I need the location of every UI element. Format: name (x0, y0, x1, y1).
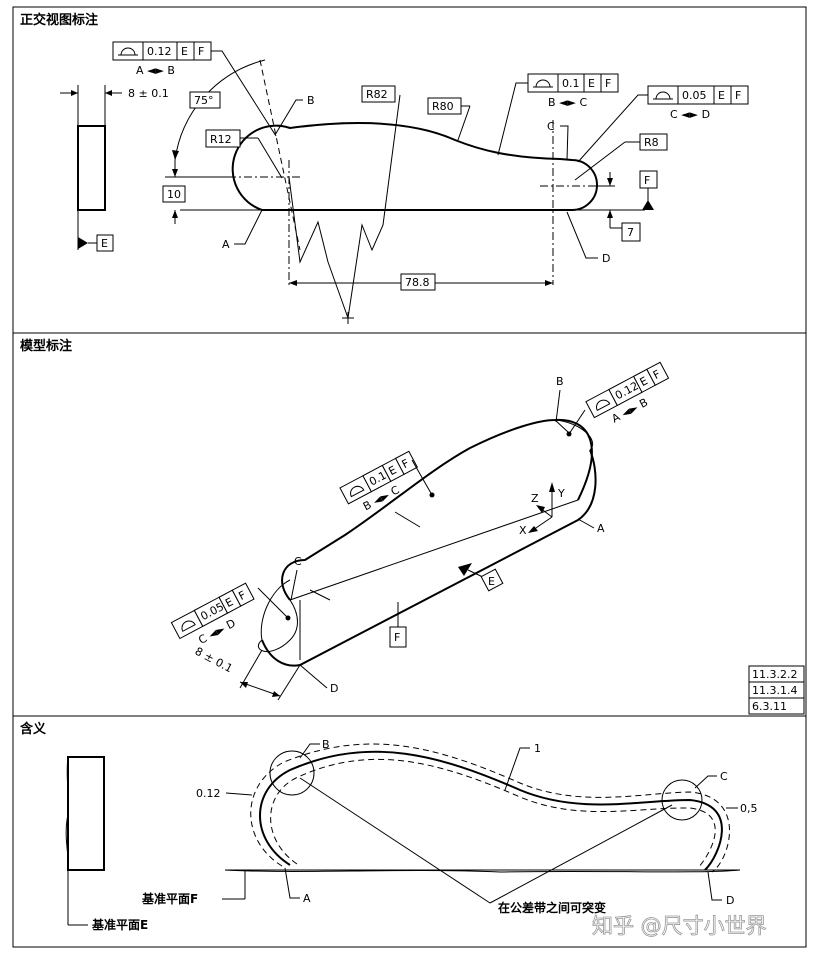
fcf-b-c: 0.1 E F B ◄► C (497, 73, 619, 156)
svg-text:C ◄► D: C ◄► D (670, 108, 710, 121)
dim-10: 10 (167, 188, 181, 201)
model-fcf-b-c: 0.1 E F B ◄► C (339, 450, 418, 513)
dim-7: 7 (627, 226, 634, 239)
r80-label: R80 (432, 100, 454, 113)
thickness-dim: 8 ± 0.1 (128, 87, 169, 100)
detail-circle-b (269, 750, 315, 796)
axis-y: Y (557, 487, 565, 500)
fcf-a-b: 0.12 E F A ◄► B (112, 41, 277, 137)
model-view: Y Z X B A C D E F 8 ± 0.1 0.1 (170, 361, 805, 715)
callout-1: 1 (534, 742, 541, 755)
svg-text:0.12: 0.12 (147, 45, 172, 58)
ortho-panel-title: 正交视图标注 (20, 12, 98, 28)
model-datum-e: E (488, 575, 495, 588)
datum-e-label: E (101, 237, 108, 250)
axis-z: Z (531, 492, 539, 505)
meaning-side-block (67, 756, 105, 871)
ortho-point-a: A (222, 238, 230, 251)
svg-text:F: F (735, 89, 741, 102)
fcf-c-d: 0.05 E F C ◄► D (577, 85, 749, 163)
ref-2: 11.3.1.4 (752, 684, 797, 697)
meaning-point-a: A (303, 892, 311, 905)
meaning-point-b: B (322, 738, 330, 751)
angle-75: 75° (194, 94, 214, 107)
sheet-border (12, 6, 807, 948)
svg-text:A ◄► B: A ◄► B (136, 64, 175, 77)
svg-text:0.1: 0.1 (562, 77, 580, 90)
outer-zone (250, 743, 730, 873)
model-fcf-a-b: 0.12 E F A ◄► B (585, 361, 670, 426)
meaning-point-d: D (726, 894, 734, 907)
svg-text:F: F (198, 45, 204, 58)
model-point-b: B (556, 375, 564, 388)
dim-78-8: 78.8 (405, 276, 430, 289)
svg-text:B ◄► C: B ◄► C (548, 96, 587, 109)
watermark: 知乎 @尺寸小世界 (592, 914, 767, 938)
axis-x: X (519, 524, 527, 537)
r82-label: R82 (366, 88, 388, 101)
svg-text:0.05: 0.05 (682, 89, 707, 102)
model-thickness: 8 ± 0.1 (193, 645, 235, 676)
model-outline (261, 449, 597, 667)
model-point-c: C (294, 555, 302, 568)
inner-zone (270, 758, 716, 869)
transition-note: 在公差带之间可突变 (498, 900, 606, 915)
ortho-view: 8 ± 0.1 E 78.8 10 (60, 41, 749, 324)
reference-table: 11.3.2.2 11.3.1.4 6.3.11 (748, 665, 805, 715)
svg-text:F: F (651, 368, 663, 382)
datum-e-box (96, 234, 114, 252)
model-point-d: D (330, 682, 338, 695)
ref-3: 6.3.11 (752, 700, 787, 713)
ortho-point-c: C (547, 120, 555, 133)
model-point-a: A (597, 522, 605, 535)
ortho-point-b: B (307, 94, 315, 107)
detail-circle-c (661, 779, 703, 821)
svg-text:E: E (181, 45, 188, 58)
datum-f-label: F (644, 174, 650, 187)
svg-text:F: F (236, 588, 248, 602)
datum-plane-f: 基准平面F (141, 891, 198, 906)
datum-plane-e: 基准平面E (91, 917, 148, 932)
ortho-point-d: D (602, 252, 610, 265)
r8-label: R8 (644, 136, 659, 149)
meaning-point-c: C (720, 770, 728, 783)
tol-05: 0,5 (740, 802, 758, 815)
svg-text:F: F (400, 457, 412, 471)
model-fcf-c-d: 0.05 E F C ◄► D (170, 582, 255, 647)
side-view-block (77, 125, 106, 211)
model-top-face (281, 418, 593, 601)
profile-outline (231, 122, 598, 211)
model-panel-title: 模型标注 (20, 338, 72, 354)
meaning-profile (259, 750, 723, 871)
svg-text:F: F (605, 77, 611, 90)
r12-label: R12 (210, 133, 232, 146)
meaning-view: 基准平面E B C A D 0.12 0,5 1 基准平面F 在公差带之间可突变 (65, 738, 758, 932)
r82-leader (288, 94, 401, 319)
model-datum-f: F (394, 631, 400, 644)
tol-012: 0.12 (196, 787, 221, 800)
ref-1: 11.3.2.2 (752, 668, 797, 681)
svg-text:E: E (588, 77, 595, 90)
meaning-panel-title: 含义 (19, 721, 47, 737)
svg-text:E: E (718, 89, 725, 102)
